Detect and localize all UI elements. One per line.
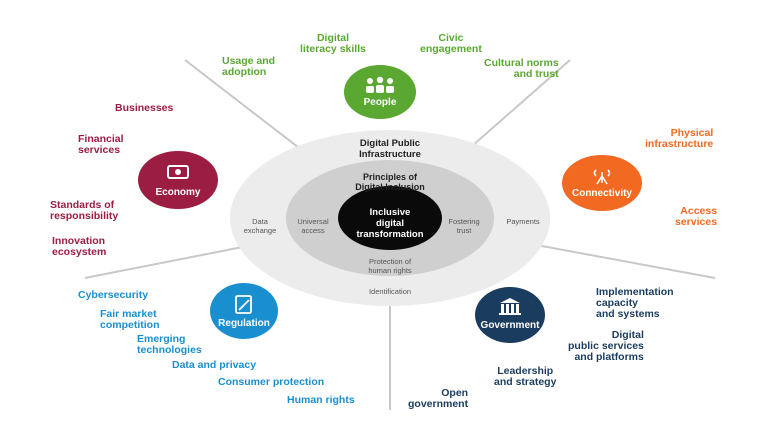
label-civic-engagement: Civic engagement [420,32,482,56]
fostering-trust-label: Fostering trust [448,217,480,235]
label-physical-infrastructure: Physical infrastructure [645,127,714,151]
payments-label: Payments [506,217,540,226]
government-node-label: Government [480,320,540,331]
label-financial-services: Financial services [78,133,124,157]
label-businesses: Businesses [115,102,174,114]
label-consumer-protection: Consumer protection [218,376,325,388]
connectivity-node-label: Connectivity [571,188,632,199]
document-icon [235,295,252,314]
label-implementation-capacity: Implementation capacity and systems [596,286,674,321]
data-exchange-label: Data exchange [243,217,277,235]
label-open-government: Open government [408,387,469,411]
label-innovation-ecosystem: Innovation ecosystem [52,235,107,259]
people-icon [366,76,394,93]
label-standards-responsibility: Standards of responsibility [50,199,119,223]
core-circle [338,186,442,250]
building-icon [499,298,521,315]
identification-label: Identification [368,287,412,296]
label-digital-public-services: Digital public services and platforms [568,329,644,364]
label-leadership-strategy: Leadership and strategy [494,365,557,389]
principles-title: Principles of Digital Inclusion [355,172,425,192]
regulation-node [210,283,278,339]
economy-node [138,151,218,209]
cash-icon [167,165,189,179]
people-node-label: People [363,97,397,108]
label-cultural-norms: Cultural norms and trust [484,57,559,81]
universal-access-label: Universal access [297,217,329,235]
economy-node-label: Economy [155,187,201,198]
core-label: Inclusive digital transformation [356,207,424,240]
antenna-icon [593,169,611,185]
label-data-privacy: Data and privacy [172,359,257,371]
regulation-node-label: Regulation [218,318,270,329]
label-access-services: Access services [675,205,718,229]
label-fair-market: Fair market competition [100,308,160,332]
label-cybersecurity: Cybersecurity [78,289,149,301]
label-digital-literacy: Digital literacy skills [300,32,366,56]
dpi-title: Digital Public Infrastructure [359,138,421,160]
label-human-rights: Human rights [287,394,355,406]
human-rights-protection-label: Protection of human rights [368,257,412,275]
label-emerging-technologies: Emerging technologies [137,333,202,357]
label-usage-adoption: Usage and adoption [222,55,276,79]
